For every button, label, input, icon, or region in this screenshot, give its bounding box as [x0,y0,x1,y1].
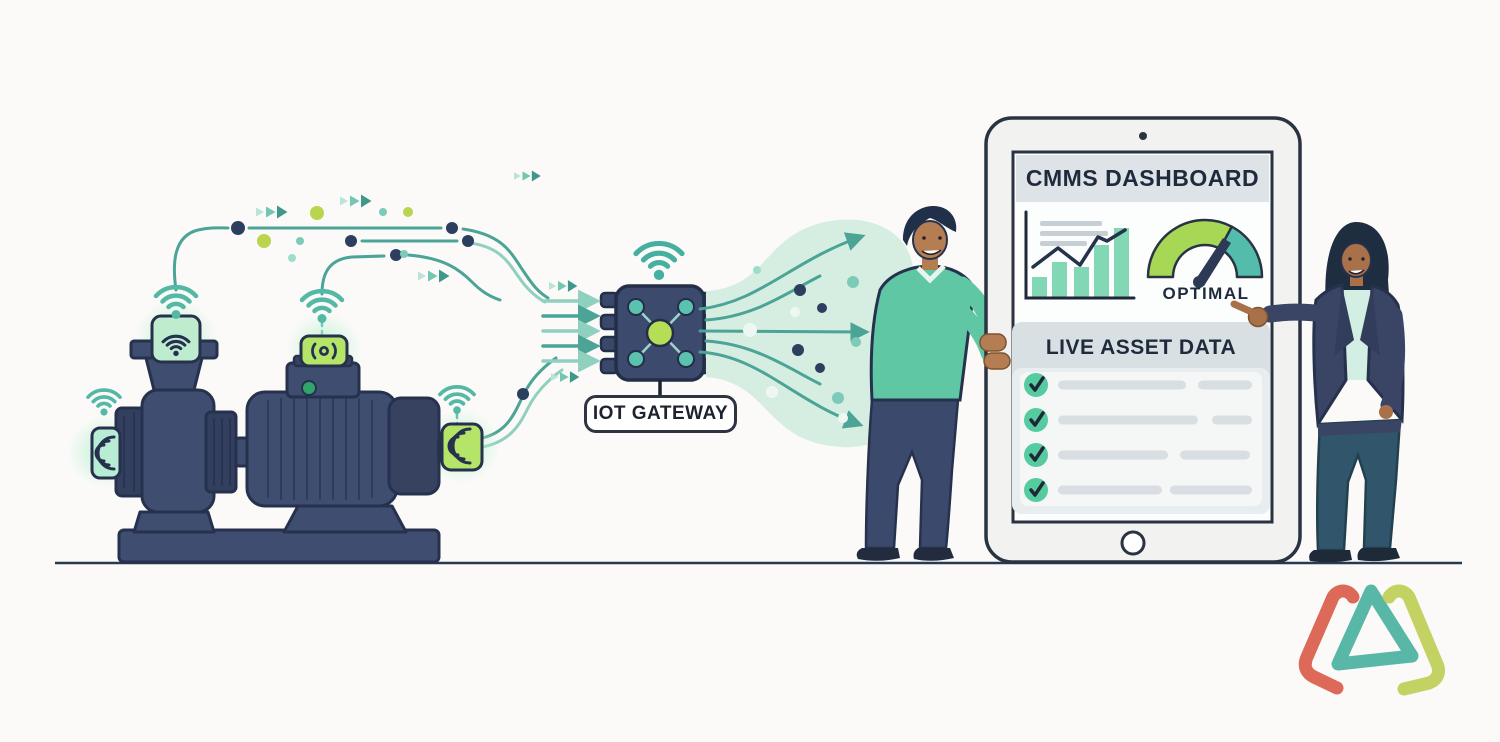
gauge-needle [1194,238,1231,286]
man-smile [921,249,942,256]
man-collar [916,264,946,284]
terminal-box [285,361,361,399]
dashboard-title: CMMS DASHBOARD [1025,165,1260,191]
dashboard-header-band [1016,155,1269,202]
indicator-dot [301,380,317,396]
man-face [912,220,948,260]
asset-row [1024,408,1252,432]
gauge-status-label: OPTIMAL [1162,284,1250,303]
pump-volute [140,388,216,514]
checkmark-icon [1029,411,1045,427]
asset-row [1024,443,1250,467]
sensor-pad-motor-top [299,334,349,368]
checkmark-icon [1029,446,1045,462]
base-plate [117,528,441,564]
health-gauge [1146,218,1264,288]
motor-body [245,390,399,508]
iot-gateway-chip [599,284,717,395]
camera-dot-icon [1139,132,1147,140]
motor-fins [267,398,373,500]
pump-pedestal [132,510,216,534]
motor-end-bell [387,396,441,496]
tablet [984,116,1302,564]
checkmark-icon [1029,376,1045,392]
asset-row [1024,373,1252,397]
live-asset-panel [1012,322,1270,514]
man-pants [864,398,960,550]
sensor-pad-pump-shaft [90,426,122,480]
data-stream [698,219,917,448]
asset-panel-title: LIVE ASSET DATA [1045,336,1237,359]
man-hair [903,206,957,246]
dashboard-mini-chart [1024,210,1136,300]
man-shoe [913,548,954,561]
motor-foot [282,504,408,534]
sensor-pad-pump-top [150,314,202,364]
sensor-pad-motor-shaft [440,422,484,472]
checkmark-icon [1029,481,1045,497]
home-button-icon [1120,530,1146,556]
flow-dots [231,206,529,400]
asset-row [1024,478,1252,502]
technician-figure [856,206,1005,561]
wifi-icon [636,243,682,280]
man-shoe [856,548,900,561]
triangle-logo-icon [1298,584,1446,696]
gateway-input-arrows [541,289,601,373]
pump-motor-assembly [68,298,500,564]
iot-gateway-label: IOT GATEWAY [584,395,737,433]
